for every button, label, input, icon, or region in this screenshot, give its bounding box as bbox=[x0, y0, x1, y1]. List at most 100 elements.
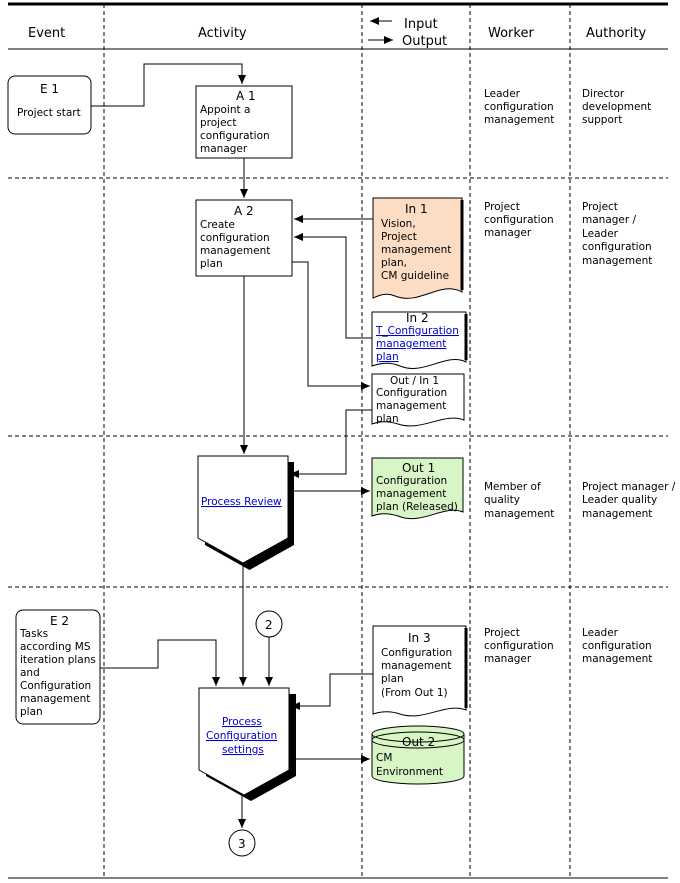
document-in2-link[interactable]: plan bbox=[376, 351, 399, 363]
event-e2: E 2 Tasks according MS iteration plans a… bbox=[15, 609, 101, 725]
process-settings-link[interactable]: settings bbox=[222, 744, 264, 756]
activity-a2-line: plan bbox=[200, 258, 223, 270]
document-out-in1-title: Out / In 1 bbox=[390, 375, 439, 387]
authority-text: Leader quality bbox=[582, 494, 657, 506]
process-settings-link[interactable]: Process bbox=[222, 716, 262, 728]
event-e2-line: plan bbox=[20, 706, 43, 718]
activity-a2-line: configuration bbox=[200, 232, 270, 244]
header-activity: Activity bbox=[198, 26, 247, 41]
process-review-link[interactable]: Process Review bbox=[201, 496, 282, 508]
role-row-3: Member of quality management Project man… bbox=[484, 481, 676, 520]
authority-text: support bbox=[582, 114, 622, 126]
document-out1-line: management bbox=[376, 488, 446, 500]
event-e2-line: and bbox=[20, 667, 40, 679]
event-e1-line: Project start bbox=[17, 107, 81, 119]
document-out1-title: Out 1 bbox=[402, 461, 435, 475]
header-authority: Authority bbox=[586, 26, 646, 41]
authority-text: Leader bbox=[582, 627, 619, 639]
document-in1-title: In 1 bbox=[405, 202, 428, 216]
worker-text: management bbox=[484, 508, 554, 520]
document-in2-title: In 2 bbox=[406, 311, 429, 325]
document-in1-line: Project bbox=[381, 231, 417, 243]
authority-text: Leader bbox=[582, 228, 619, 240]
document-in3-title: In 3 bbox=[408, 631, 431, 645]
process-settings-link[interactable]: Configuration bbox=[206, 730, 277, 742]
header-event: Event bbox=[28, 26, 65, 41]
document-in3: In 3 Configuration management plan (From… bbox=[372, 625, 468, 717]
document-out1: Out 1 Configuration management plan (Rel… bbox=[371, 457, 464, 520]
activity-a1-line: project bbox=[200, 117, 236, 129]
worker-text: Member of bbox=[484, 481, 541, 493]
role-row-4: Project configuration manager Leader con… bbox=[484, 627, 652, 665]
role-row-2: Project configuration manager Project ma… bbox=[484, 201, 652, 267]
svg-text:3: 3 bbox=[238, 837, 246, 851]
document-in2-link[interactable]: management bbox=[376, 338, 446, 350]
authority-text: management bbox=[582, 508, 652, 520]
arrow-e2-settings bbox=[100, 639, 220, 686]
activity-a2-line: Create bbox=[200, 219, 235, 231]
document-in2: In 2 T_Configuration management plan bbox=[371, 311, 468, 369]
document-out2-database: Out 2 CM Environment bbox=[371, 725, 465, 785]
document-in1-line: Vision, bbox=[381, 218, 416, 230]
event-e2-line: according MS bbox=[20, 641, 91, 653]
header-output: Output bbox=[402, 34, 447, 49]
document-in1-line: CM guideline bbox=[381, 270, 449, 282]
document-out-in1-line: management bbox=[376, 400, 446, 412]
connector-2: 2 bbox=[255, 610, 283, 638]
authority-text: Project bbox=[582, 201, 618, 213]
document-out1-line: Configuration bbox=[376, 475, 447, 487]
flow-arrows bbox=[91, 63, 373, 828]
document-in1-line: plan, bbox=[381, 257, 407, 269]
activity-a1-line: configuration bbox=[200, 130, 270, 142]
activity-a2-line: management bbox=[200, 245, 270, 257]
worker-text: configuration bbox=[484, 101, 554, 113]
worker-text: management bbox=[484, 114, 554, 126]
activity-a2-title: A 2 bbox=[234, 204, 254, 218]
process-configuration-settings[interactable]: Process Configuration settings bbox=[198, 687, 296, 801]
event-e2-line: iteration plans bbox=[20, 654, 96, 666]
document-in1-line: management bbox=[381, 244, 451, 256]
document-out-in1: Out / In 1 Configuration management plan bbox=[371, 373, 465, 427]
document-out-in1-line: Configuration bbox=[376, 387, 447, 399]
arrow-e1-a1 bbox=[91, 63, 246, 107]
event-e1: E 1 Project start bbox=[7, 75, 92, 135]
document-in2-link[interactable]: T_Configuration bbox=[375, 325, 459, 337]
activity-a1-line: Appoint a bbox=[200, 104, 250, 116]
arrow-outin1-review bbox=[290, 409, 372, 478]
event-e2-title: E 2 bbox=[50, 614, 69, 628]
event-e2-line: Configuration bbox=[20, 680, 91, 692]
document-out2-line: CM bbox=[376, 752, 392, 764]
header: Event Activity Input Output Worker Autho… bbox=[28, 17, 646, 49]
process-review[interactable]: Process Review bbox=[197, 455, 294, 570]
authority-text: configuration bbox=[582, 241, 652, 253]
svg-text:2: 2 bbox=[265, 618, 273, 632]
document-out2-title: Out 2 bbox=[402, 735, 435, 749]
worker-text: Project bbox=[484, 201, 520, 213]
activity-a1-title: A 1 bbox=[236, 89, 256, 103]
connector-3: 3 bbox=[228, 829, 256, 857]
authority-text: development bbox=[582, 101, 651, 113]
role-row-1: Leader configuration management Director… bbox=[484, 88, 651, 126]
authority-text: Director bbox=[582, 88, 625, 100]
authority-text: Project manager / bbox=[582, 481, 676, 493]
worker-text: manager bbox=[484, 653, 532, 665]
worker-text: quality bbox=[484, 494, 520, 506]
activity-a1: A 1 Appoint a project configuration mana… bbox=[195, 85, 293, 159]
worker-text: configuration bbox=[484, 640, 554, 652]
document-in3-line: (From Out 1) bbox=[381, 687, 448, 699]
event-e2-line: management bbox=[20, 693, 90, 705]
authority-text: management bbox=[582, 653, 652, 665]
authority-text: manager / bbox=[582, 214, 637, 226]
worker-text: configuration bbox=[484, 214, 554, 226]
event-e2-line: Tasks bbox=[19, 628, 48, 640]
activity-a2: A 2 Create configuration management plan bbox=[195, 199, 293, 277]
document-out2-line: Environment bbox=[376, 766, 443, 778]
header-worker: Worker bbox=[488, 26, 534, 41]
worker-text: Leader bbox=[484, 88, 521, 100]
document-in3-line: management bbox=[381, 660, 451, 672]
header-input: Input bbox=[404, 17, 438, 32]
arrow-in3-settings bbox=[291, 673, 373, 710]
activity-a1-line: manager bbox=[200, 143, 248, 155]
document-in3-line: Configuration bbox=[381, 647, 452, 659]
